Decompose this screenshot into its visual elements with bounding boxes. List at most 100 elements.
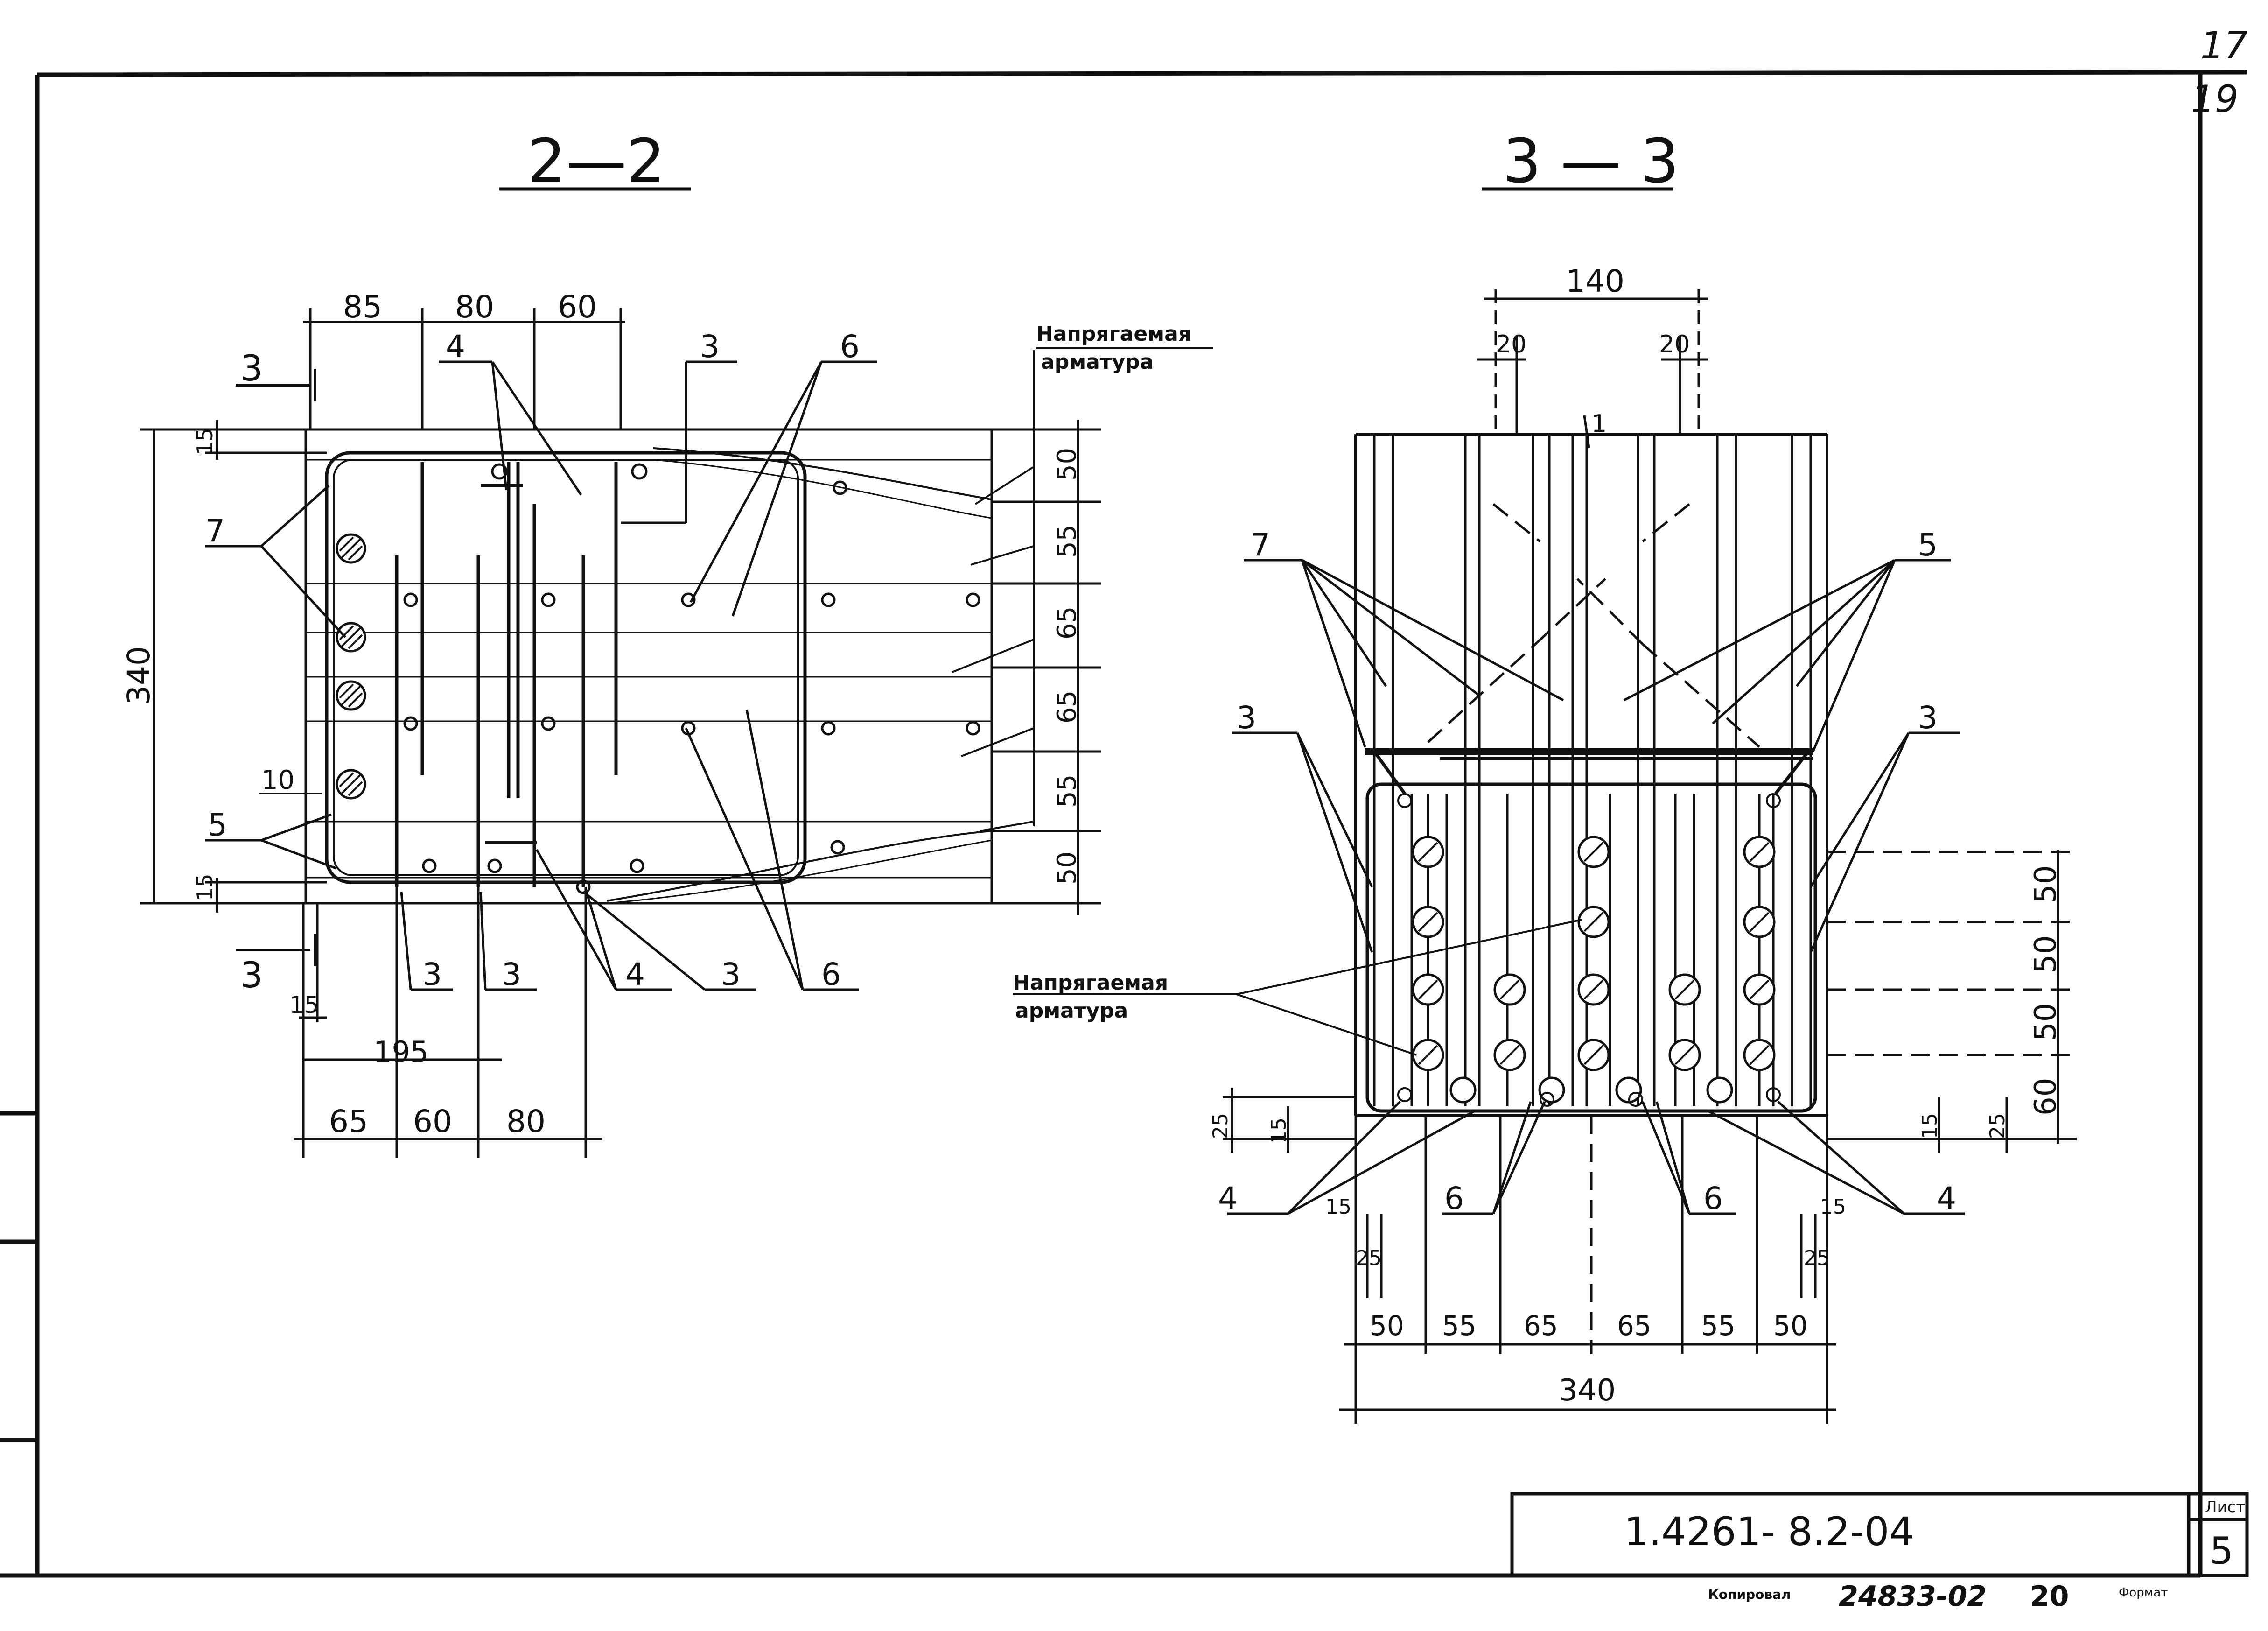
callout-7-3-3: 7 bbox=[1251, 527, 1270, 563]
dim-20-right: 20 bbox=[1659, 330, 1690, 359]
footer-number: 24833-02 bbox=[1839, 1580, 1987, 1613]
dims-bottom-2-2 bbox=[294, 887, 602, 1158]
title-block bbox=[1510, 1492, 2249, 1577]
dim-340-width: 340 bbox=[1559, 1373, 1616, 1408]
dim-1: 1 bbox=[1591, 410, 1607, 438]
callout-4-right-3-3: 4 bbox=[1937, 1181, 1956, 1216]
cut-mark-3-bottom-label: 3 bbox=[240, 954, 263, 996]
callout-3-top-2-2: 3 bbox=[700, 329, 720, 365]
dim-r-55-b: 55 bbox=[1052, 774, 1082, 808]
callout-6-right-3-3: 6 bbox=[1703, 1181, 1723, 1216]
callouts-3-3 bbox=[1227, 559, 1965, 1215]
dim-b-50-b: 50 bbox=[1773, 1310, 1808, 1342]
dim-lb15-3-3: 15 bbox=[1325, 1195, 1351, 1219]
beam-outline-3-3 bbox=[1354, 433, 1828, 1117]
callout-4-top-2-2: 4 bbox=[446, 329, 465, 365]
dim-rb15-3-3: 15 bbox=[1820, 1195, 1846, 1219]
strands-2-2 bbox=[336, 533, 366, 800]
dim-b-55-b: 55 bbox=[1701, 1310, 1736, 1342]
dim-80-bottom: 80 bbox=[506, 1104, 546, 1139]
drawing-code: 1.4261- 8.2-04 bbox=[1624, 1509, 1914, 1554]
strands-3-3 bbox=[1412, 836, 1776, 1104]
dim-340-height: 340 bbox=[121, 646, 157, 705]
prestressed-leaders-3-3 bbox=[1013, 919, 1582, 1056]
sheet-frame bbox=[0, 70, 2247, 1578]
dims-top-3-3 bbox=[1477, 289, 1708, 449]
small-bars-3-3 bbox=[1397, 793, 1781, 1107]
diagonal-bars-3-3 bbox=[1427, 503, 1760, 748]
dim-r-60-3-3: 60 bbox=[2029, 1078, 2063, 1116]
dim-r25-3-3: 25 bbox=[1986, 1113, 2009, 1139]
dim-65-bottom: 65 bbox=[329, 1104, 368, 1139]
dims-right-2-2 bbox=[992, 420, 1101, 915]
dim-60-top: 60 bbox=[558, 289, 597, 325]
section-3-3-title: 3 — 3 bbox=[1503, 126, 1679, 197]
section-2-2: 2—2 bbox=[121, 126, 1213, 1158]
small-bars-2-2 bbox=[403, 463, 980, 894]
section-3-3: 3 — 3 bbox=[1013, 126, 2077, 1424]
callout-3-left-3-3: 3 bbox=[1237, 700, 1256, 736]
callout-4-left-3-3: 4 bbox=[1218, 1181, 1238, 1216]
cut-mark-3-top-label: 3 bbox=[240, 347, 263, 389]
dim-r-50-b: 50 bbox=[1052, 851, 1082, 885]
dim-b-65-b: 65 bbox=[1617, 1310, 1652, 1342]
callout-3-right-3-3: 3 bbox=[1918, 700, 1938, 736]
stirrup-7 bbox=[325, 451, 807, 884]
dim-15-top-left: 15 bbox=[192, 428, 217, 455]
dim-15-bottom: 15 bbox=[289, 991, 319, 1019]
dim-140: 140 bbox=[1566, 263, 1624, 299]
dims-top-2-2 bbox=[303, 308, 625, 429]
prestressed-label-2-2-line1: Напрягаемая bbox=[1036, 322, 1191, 346]
dim-r-55-a: 55 bbox=[1052, 525, 1082, 558]
dim-10: 10 bbox=[261, 765, 294, 795]
vertical-bars-2-2 bbox=[395, 462, 618, 887]
dim-b-65-a: 65 bbox=[1524, 1310, 1558, 1342]
dim-80-top: 80 bbox=[455, 289, 494, 325]
callout-3-c-2-2: 3 bbox=[721, 956, 741, 992]
callout-3-a-2-2: 3 bbox=[422, 956, 442, 992]
footer-copied: Копировал bbox=[1708, 1587, 1791, 1602]
dim-60-bottom: 60 bbox=[413, 1104, 452, 1139]
vertical-bars-3-3 bbox=[1373, 434, 1812, 1106]
callout-3-b-2-2: 3 bbox=[502, 956, 521, 992]
page-number-top: 17 bbox=[2200, 24, 2248, 67]
dim-195: 195 bbox=[373, 1035, 428, 1069]
stirrup-3-3 bbox=[1365, 748, 1817, 1113]
dim-l25-3-3: 25 bbox=[1209, 1113, 1232, 1139]
dim-lb25-3-3: 25 bbox=[1356, 1246, 1382, 1270]
dims-left-2-2 bbox=[140, 420, 327, 913]
footer-value: 20 bbox=[2030, 1580, 2069, 1613]
page-number: 19 bbox=[2191, 77, 2239, 121]
dim-l15-3-3: 15 bbox=[1267, 1118, 1291, 1144]
dim-85: 85 bbox=[343, 289, 382, 325]
dim-r-50-a-3-3: 50 bbox=[2029, 865, 2063, 903]
dim-r-65-b: 65 bbox=[1052, 690, 1082, 724]
prestressed-leaders-2-2 bbox=[952, 347, 1213, 832]
cut-mark-3-top bbox=[236, 369, 316, 401]
callout-5-3-3: 5 bbox=[1918, 527, 1938, 563]
footer-format: Формат bbox=[2119, 1586, 2168, 1600]
callout-4-bottom-2-2: 4 bbox=[625, 956, 645, 992]
sheet-label: Лист bbox=[2205, 1498, 2245, 1517]
dim-b-50-a: 50 bbox=[1370, 1310, 1404, 1342]
prestressed-label-2-2-line2: арматура bbox=[1041, 350, 1154, 374]
callout-6-bottom-2-2: 6 bbox=[821, 956, 841, 992]
dims-bottom-3-3 bbox=[1339, 1116, 1836, 1424]
cut-mark-3-bottom bbox=[236, 934, 316, 966]
dim-15-bottom-left: 15 bbox=[192, 873, 217, 901]
dims-left-3-3 bbox=[1223, 1088, 1356, 1153]
dim-r-50-a: 50 bbox=[1052, 448, 1082, 481]
dim-r-65-a: 65 bbox=[1052, 606, 1082, 640]
dims-right-3-3 bbox=[1827, 850, 2077, 1153]
dim-20-left: 20 bbox=[1496, 330, 1526, 359]
callout-6-top-2-2: 6 bbox=[840, 329, 860, 365]
callout-6-left-3-3: 6 bbox=[1444, 1181, 1464, 1216]
dim-r15-3-3: 15 bbox=[1918, 1113, 1942, 1139]
prestressed-label-3-3-line1: Напрягаемая bbox=[1013, 971, 1168, 995]
section-2-2-title: 2—2 bbox=[527, 126, 665, 197]
dim-rb25-3-3: 25 bbox=[1804, 1246, 1830, 1270]
callout-7-2-2: 7 bbox=[205, 513, 225, 549]
dim-r-50-b-3-3: 50 bbox=[2029, 935, 2063, 973]
dim-r-50-c-3-3: 50 bbox=[2029, 1003, 2063, 1041]
